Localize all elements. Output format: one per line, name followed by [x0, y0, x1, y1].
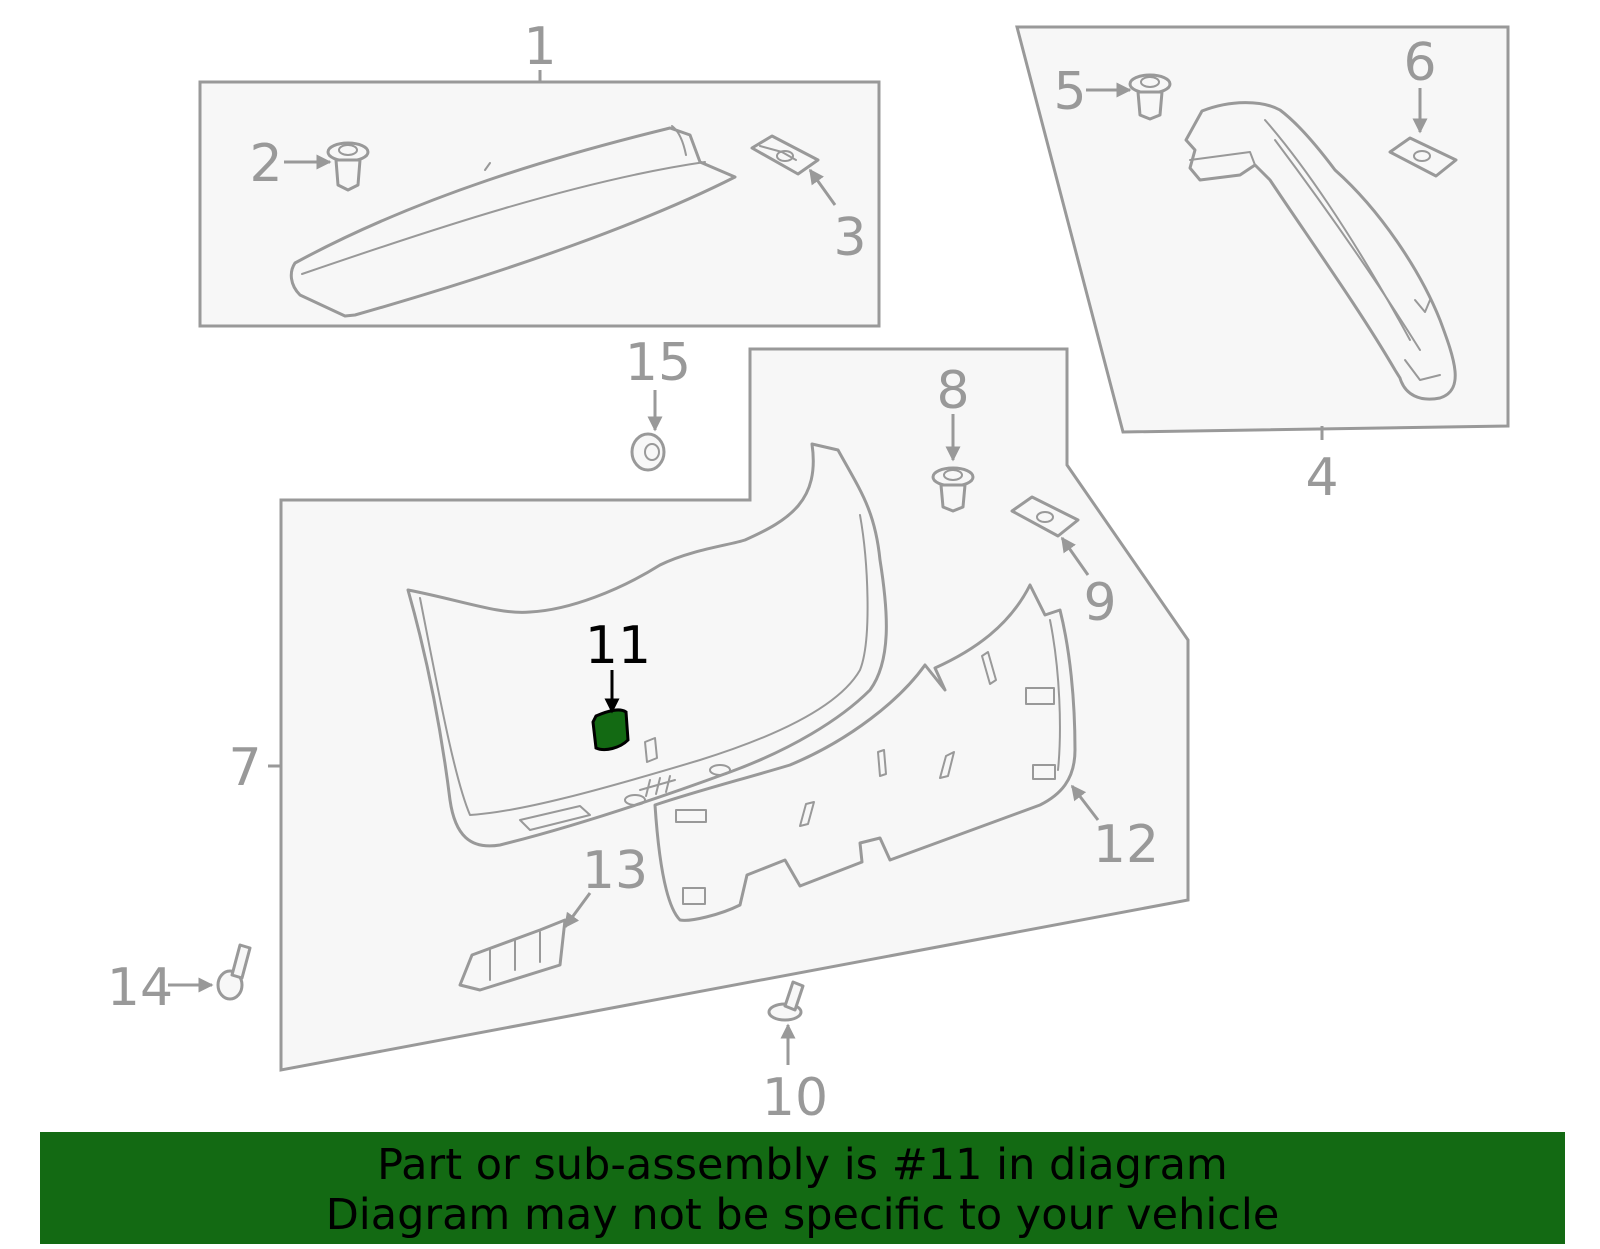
callout-6: 6 — [1403, 33, 1436, 93]
part-6-nut-clip — [1388, 136, 1458, 178]
callout-9: 9 — [1083, 573, 1116, 633]
callout-3: 3 — [833, 208, 866, 268]
callout-4: 4 — [1305, 448, 1338, 508]
part-11-highlighted[interactable] — [591, 708, 630, 752]
info-banner: Part or sub-assembly is #11 in diagram D… — [40, 1132, 1565, 1244]
callout-8: 8 — [936, 361, 969, 421]
callout-15: 15 — [625, 333, 691, 393]
part-2-push-clip — [326, 141, 370, 192]
callout-14: 14 — [107, 958, 173, 1018]
callout-2: 2 — [249, 134, 282, 194]
leader-lines — [168, 70, 1428, 1065]
part-3-nut-clip — [750, 134, 820, 176]
part-15-grommet — [630, 432, 666, 472]
part-12-lower-trim — [653, 583, 1077, 922]
callout-10: 10 — [762, 1068, 828, 1128]
callout-12: 12 — [1093, 815, 1159, 875]
banner-line-2: Diagram may not be specific to your vehi… — [325, 1190, 1280, 1240]
callout-5: 5 — [1053, 62, 1086, 122]
banner-line-1: Part or sub-assembly is #11 in diagram — [377, 1140, 1228, 1190]
part-8-push-clip — [931, 466, 975, 513]
part-1-trim-molding — [289, 125, 737, 318]
part-5-push-clip — [1128, 73, 1172, 121]
callout-13: 13 — [582, 841, 648, 901]
callout-11: 11 — [585, 616, 651, 676]
part-14-bolt — [216, 943, 252, 1001]
part-7-liftgate-panel — [406, 442, 888, 848]
callout-1: 1 — [523, 17, 556, 77]
part-4-side-trim — [1184, 101, 1457, 401]
part-9-nut-clip — [1010, 495, 1080, 538]
part-10-screw — [767, 980, 805, 1022]
callout-7: 7 — [228, 738, 261, 798]
